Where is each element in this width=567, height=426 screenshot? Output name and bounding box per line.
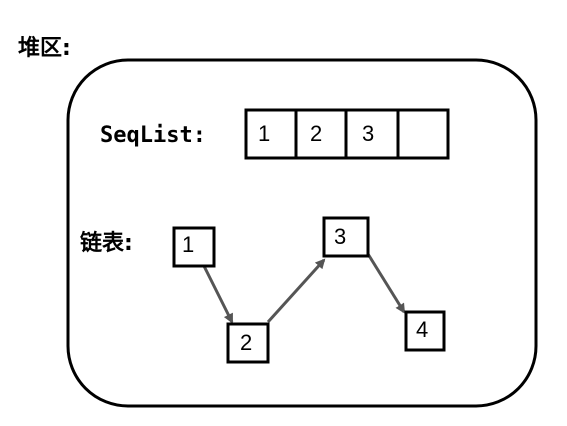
- linked-list-node-2: 2: [226, 322, 270, 364]
- node-value: 2: [240, 330, 252, 355]
- heap-label: 堆区:: [18, 36, 71, 61]
- seqlist-cell-value: 2: [310, 121, 322, 146]
- link-arrow-2-3: [266, 258, 326, 324]
- node-box: [322, 216, 370, 258]
- node-value: 4: [416, 317, 428, 342]
- linked-list-node-1: 1: [172, 226, 216, 268]
- seqlist-cell-value: 1: [258, 121, 270, 146]
- seqlist-cell: [396, 108, 450, 160]
- seqlist-array: 1 2 3: [244, 108, 450, 160]
- node-box: [404, 310, 446, 352]
- linked-list-arrows: [194, 249, 406, 324]
- seqlist-cell: [244, 108, 298, 160]
- linked-list-label: 链表:: [80, 230, 133, 256]
- node-value: 3: [334, 224, 346, 249]
- heap-region: [66, 58, 538, 408]
- node-box: [226, 322, 270, 364]
- linked-list-node-4: 4: [404, 310, 446, 352]
- node-box: [172, 226, 216, 268]
- link-arrow-3-4: [366, 253, 406, 314]
- linked-list-node-3: 3: [322, 216, 370, 258]
- node-value: 1: [182, 232, 194, 257]
- seqlist-label: SeqList:: [100, 123, 206, 148]
- seqlist-cell-value: 3: [362, 121, 374, 146]
